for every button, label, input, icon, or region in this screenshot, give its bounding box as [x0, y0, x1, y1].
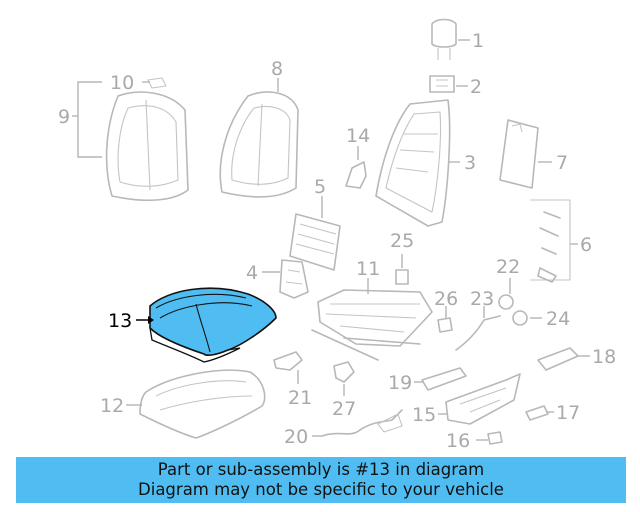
clip-26-part: [437, 317, 453, 333]
callout-5: 5: [314, 176, 326, 198]
callout-4: 4: [246, 262, 258, 284]
seat-cushion-pad-highlighted-part[interactable]: [149, 287, 277, 363]
clip-17-part: [525, 405, 549, 421]
lumbar-support-part: [289, 213, 341, 271]
callout-9: 9: [58, 106, 70, 128]
callout-16: 16: [446, 430, 470, 452]
headrest-part: [431, 18, 457, 60]
callout-7: 7: [556, 152, 568, 174]
callout-17: 17: [556, 402, 580, 424]
bracket-14-part: [345, 161, 367, 189]
callout-25: 25: [390, 230, 414, 252]
callout-3: 3: [464, 152, 476, 174]
callout-14: 14: [346, 125, 370, 147]
seat-back-cover-part: [105, 77, 189, 202]
cover-18-part: [537, 347, 579, 371]
recliner-part: [279, 259, 309, 299]
callout-21: 21: [288, 387, 312, 409]
side-shield-part: [445, 373, 521, 425]
wire-harness-part: [321, 409, 403, 437]
back-panel-part: [499, 119, 539, 189]
callout-13-highlighted: 13: [108, 310, 132, 332]
callout-1: 1: [472, 30, 484, 52]
callout-11: 11: [356, 258, 380, 280]
callout-22: 22: [496, 256, 520, 278]
seat-frame-part: [311, 289, 433, 361]
callout-20: 20: [284, 426, 308, 448]
fasteners-part: [530, 199, 571, 283]
callout-6: 6: [580, 234, 592, 256]
callout-24: 24: [546, 308, 570, 330]
knob-22-part: [498, 294, 514, 310]
knob-24-part: [512, 310, 528, 326]
clip-25-part: [395, 269, 409, 285]
callout-15: 15: [412, 404, 436, 426]
banner-line-disclaimer: Diagram may not be specific to your vehi…: [138, 480, 504, 499]
callout-18: 18: [592, 346, 616, 368]
callout-23: 23: [470, 288, 494, 310]
seat-cushion-cover-part: [139, 369, 266, 439]
seat-back-frame-part: [375, 99, 451, 227]
banner-line-part-number: Part or sub-assembly is #13 in diagram: [157, 460, 485, 479]
callout-26: 26: [434, 288, 458, 310]
bracket-27-part: [333, 361, 355, 383]
callout-19: 19: [388, 372, 412, 394]
callout-2: 2: [470, 76, 482, 98]
clip-16-part: [487, 431, 503, 445]
headrest-guide-part: [429, 75, 455, 93]
callout-10: 10: [110, 72, 134, 94]
callout-12: 12: [100, 395, 124, 417]
cable-23-part: [455, 315, 501, 351]
info-banner: Part or sub-assembly is #13 in diagram D…: [16, 457, 626, 503]
callout-8: 8: [271, 58, 283, 80]
trim-19-part: [421, 367, 467, 391]
callout-27: 27: [332, 398, 356, 420]
clip-21-part: [273, 351, 303, 371]
seat-back-pad-part: [219, 91, 299, 198]
